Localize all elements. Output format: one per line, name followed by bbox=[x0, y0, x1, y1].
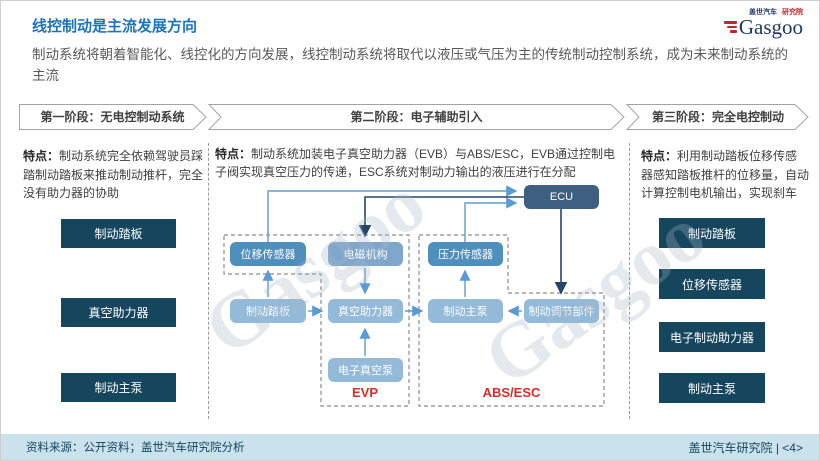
diagram-box-master-cylinder: 制动主泵 bbox=[428, 299, 503, 323]
diagram-box-ecu: ECU bbox=[524, 185, 599, 209]
stage-1-feature-label: 特点： bbox=[23, 149, 60, 163]
diagram-box-solenoid-mechanism: 电磁机构 bbox=[328, 242, 403, 266]
diagram-box-displacement-sensor: 位移传感器 bbox=[230, 242, 306, 266]
stage-arrow-shapes bbox=[19, 104, 809, 130]
stage1-component-brake-pedal: 制动踏板 bbox=[61, 219, 176, 248]
stage-1-feature-text: 制动系统完全依赖驾驶员踩踏制动踏板来推动制动推杆，完全没有助力器的协助 bbox=[23, 149, 204, 201]
abs-esc-group-outline bbox=[418, 234, 605, 407]
stage-3-header: 第三阶段：完全电控制动 bbox=[651, 110, 784, 124]
slide-subtitle: 制动系统将朝着智能化、线控化的方向发展，线控制动系统将取代以液压或气压为主的传统… bbox=[32, 47, 788, 83]
source-note: 资料来源：公开资料；盖世汽车研究院分析 bbox=[26, 442, 245, 454]
stage-2-feature-text: 制动系统加装电子真空助力器（EVB）与ABS/ESC，EVB通过控制电子阀实现真… bbox=[215, 147, 616, 179]
page-title: 线控制动是主流发展方向 bbox=[32, 18, 198, 35]
stage-arrow-band: 第一阶段：无电控制动系统 第二阶段：电子辅助引入 第三阶段：完全电控制动 bbox=[19, 104, 809, 130]
gasgoo-logo: 盖世汽车 研究院 Gasgoo bbox=[703, 9, 803, 39]
stage-2-header: 第二阶段：电子辅助引入 bbox=[350, 110, 483, 124]
diagram-box-brake-modulator: 制动调节部件 bbox=[524, 299, 599, 323]
evp-group-outline bbox=[223, 234, 410, 407]
column-divider-right bbox=[629, 143, 630, 419]
stage3-component-brake-pedal: 制动踏板 bbox=[659, 218, 765, 248]
logo-tagline: 盖世汽车 研究院 bbox=[703, 9, 803, 17]
stage-1-header: 第一阶段：无电控制动系统 bbox=[40, 110, 185, 124]
diagram-box-electric-vacuum-pump: 电子真空泵 bbox=[328, 358, 403, 382]
diagram-box-pressure-sensor: 压力传感器 bbox=[428, 242, 503, 266]
stage3-component-displacement-sensor: 位移传感器 bbox=[659, 269, 765, 299]
page-number: 盖世汽车研究院 | <4> bbox=[688, 441, 803, 455]
evp-group-label: EVP bbox=[351, 385, 378, 400]
logo-brand-row: Gasgoo bbox=[703, 15, 803, 39]
logo-stripes-icon bbox=[723, 21, 737, 33]
column-divider-left bbox=[208, 143, 209, 419]
stage1-component-master-cylinder: 制动主泵 bbox=[61, 373, 176, 402]
logo-tagline-left: 盖世汽车 bbox=[749, 9, 778, 16]
diagram-box-vacuum-booster: 真空助力器 bbox=[328, 299, 403, 323]
logo-tagline-right: 研究院 bbox=[782, 9, 803, 16]
logo-brand-text: Gasgoo bbox=[738, 15, 803, 39]
stage-2-feature: 特点：制动系统加装电子真空助力器（EVB）与ABS/ESC，EVB通过控制电子阀… bbox=[215, 145, 621, 181]
stage3-component-master-cylinder: 制动主泵 bbox=[659, 373, 765, 403]
footer-band: 资料来源：公开资料；盖世汽车研究院分析 盖世汽车研究院 | <4> bbox=[1, 434, 819, 460]
stage-3-feature-text: 利用制动踏板位移传感器感知踏板推杆的位移量，自动计算控制电机输出，实现刹车 bbox=[641, 149, 810, 201]
abs-esc-group-label: ABS/ESC bbox=[482, 385, 541, 400]
diagram-box-brake-pedal: 制动踏板 bbox=[230, 299, 306, 323]
stage3-component-electric-brake-booster: 电子制动助力器 bbox=[659, 322, 765, 352]
diagram-connectors bbox=[223, 185, 605, 407]
stage-2-feature-label: 特点： bbox=[215, 147, 252, 161]
stage-3-feature: 特点：利用制动踏板位移传感器感知踏板推杆的位移量，自动计算控制电机输出，实现刹车 bbox=[641, 147, 809, 203]
stage-1-feature: 特点：制动系统完全依赖驾驶员踩踏制动踏板来推动制动推杆，完全没有助力器的协助 bbox=[23, 147, 205, 203]
stage-2-diagram: ECU 位移传感器 电磁机构 压力传感器 制动踏板 真空助力器 制动主泵 制动调… bbox=[211, 181, 621, 419]
stage-3-feature-label: 特点： bbox=[641, 149, 678, 163]
stage1-component-vacuum-booster: 真空助力器 bbox=[61, 298, 176, 327]
